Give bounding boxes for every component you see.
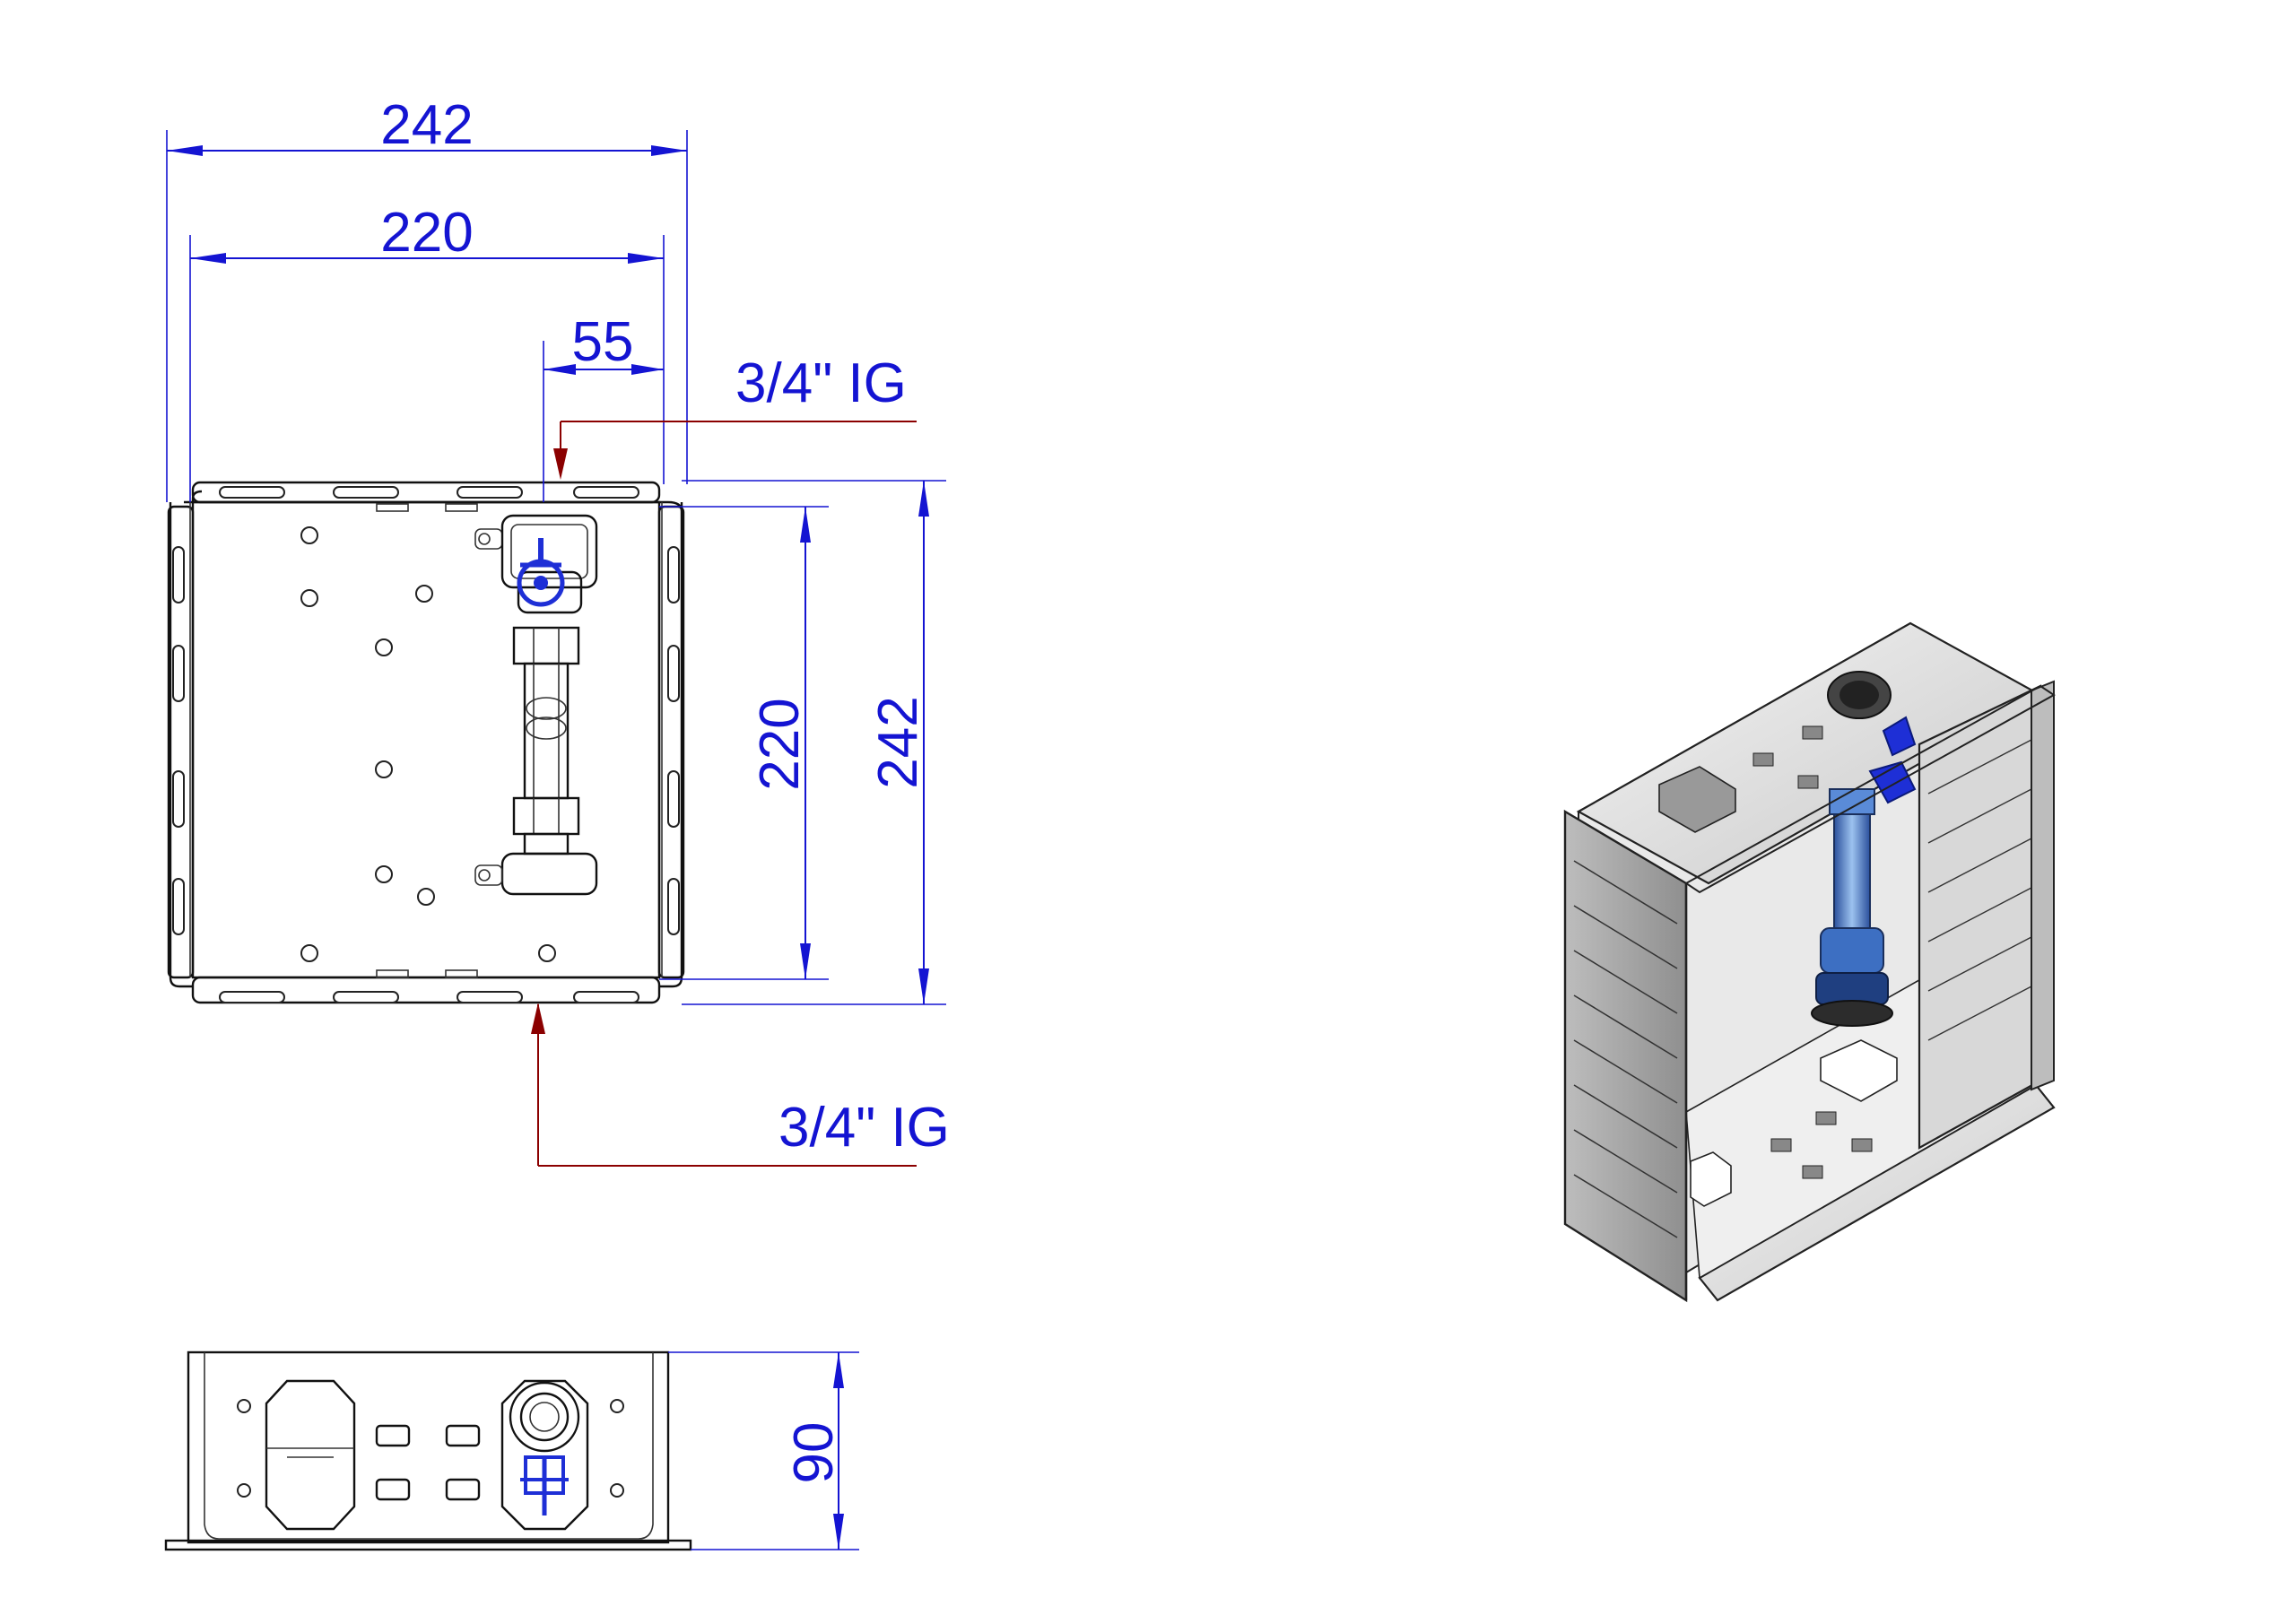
dim-width-inner-label: 220	[380, 202, 473, 264]
top-flange	[191, 481, 661, 504]
box-front-panel	[191, 500, 661, 979]
dim-width-outer: 242	[166, 94, 688, 502]
dim-offset-label: 55	[572, 311, 634, 373]
knockout-right	[500, 1379, 589, 1531]
mounting-holes	[300, 526, 556, 962]
dim-depth: 90	[668, 1351, 859, 1550]
knockout-left	[265, 1379, 356, 1531]
box-flange	[169, 490, 683, 988]
left-flange	[167, 505, 195, 979]
callout-bottom: 3/4" IG	[531, 1003, 950, 1167]
iso-pipe-assembly	[1811, 716, 1917, 1027]
iso-left-ribs	[1573, 860, 1678, 1238]
valve-assembly	[474, 514, 598, 896]
dim-width-outer-label: 242	[380, 94, 473, 156]
dim-height-inner: 220	[659, 506, 829, 980]
left-slots	[172, 546, 185, 935]
bottom-slots	[219, 991, 639, 1003]
dim-height-outer-label: 242	[867, 696, 929, 788]
bottom-tabs	[375, 1424, 481, 1501]
callout-top: 3/4" IG	[553, 352, 917, 480]
dim-offset: 55	[543, 311, 664, 502]
right-slots	[667, 546, 680, 935]
bottom-flange	[191, 976, 661, 1004]
bottom-view: 90	[164, 1350, 859, 1551]
top-slots	[219, 486, 639, 499]
dim-depth-label: 90	[783, 1422, 845, 1484]
dim-width-inner: 220	[189, 202, 665, 502]
isometric-view	[1563, 621, 2056, 1303]
dim-height-inner-label: 220	[749, 698, 811, 790]
callout-top-label: 3/4" IG	[735, 352, 907, 414]
dim-height-outer: 242	[682, 480, 946, 1005]
front-view: 242 220 55 3/4" IG	[166, 94, 950, 1167]
iso-left-panel	[1563, 809, 1688, 1303]
callout-bottom-label: 3/4" IG	[778, 1097, 950, 1159]
iso-right-panel	[1918, 684, 2042, 1150]
